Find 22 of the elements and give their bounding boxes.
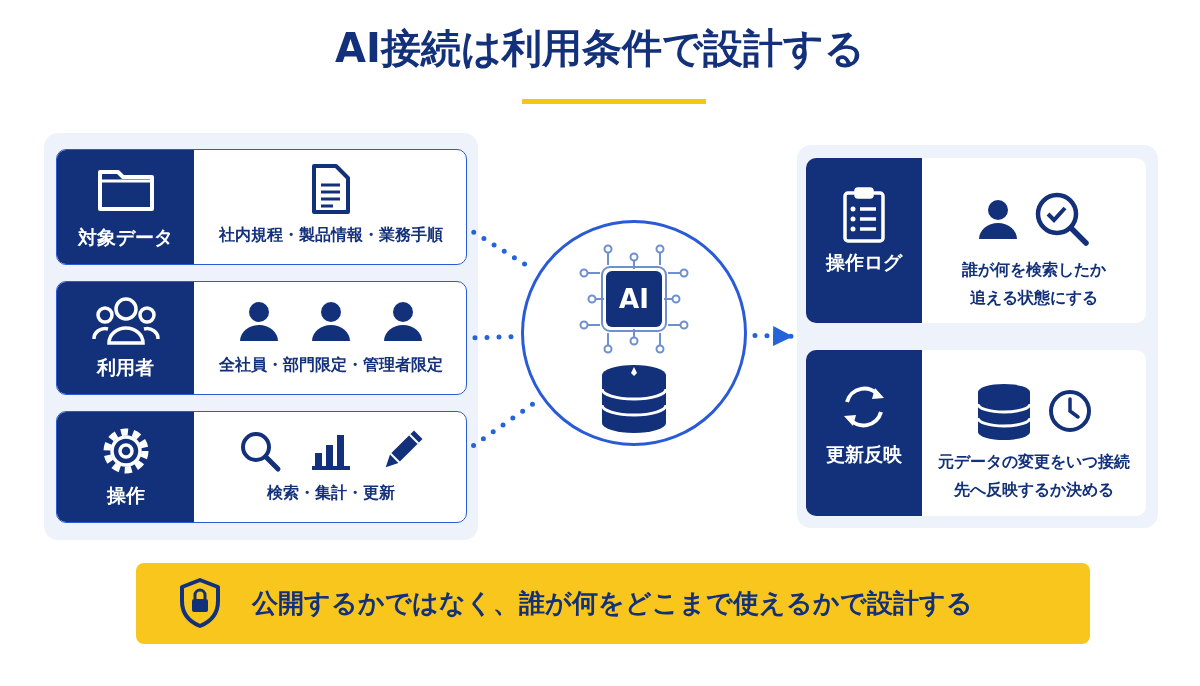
card-title: 利用者 <box>95 355 155 380</box>
category-card <box>806 350 1146 516</box>
connector <box>752 326 794 346</box>
summary-banner <box>136 563 1090 644</box>
card-description: 元データの変更をいつ接続先へ反映するか決める <box>937 451 1131 501</box>
title: AI接続は利用条件で設計する <box>334 24 866 73</box>
card-description: 検索・集計・更新 <box>266 482 396 504</box>
category-card <box>806 158 1146 323</box>
card-title: 更新反映 <box>825 442 903 468</box>
category-card <box>56 149 467 265</box>
category-card <box>56 281 467 395</box>
card-description: 全社員・部門限定・管理者限定 <box>218 354 444 376</box>
group-panel <box>44 133 478 540</box>
category-card <box>56 411 467 523</box>
card-title: 対象データ <box>76 225 174 250</box>
card-description: 社内規程・製品情報・業務手順 <box>218 224 444 246</box>
card-title: 操作ログ <box>824 249 904 275</box>
group-panel <box>797 145 1158 528</box>
card-description: 誰が何を検索したか追える状態にする <box>961 259 1107 309</box>
card-title: 操作 <box>105 483 146 508</box>
chip-label: AI <box>618 283 650 316</box>
summary-text: 公開するかではなく、誰が何をどこまで使えるかで設計する <box>252 587 974 620</box>
